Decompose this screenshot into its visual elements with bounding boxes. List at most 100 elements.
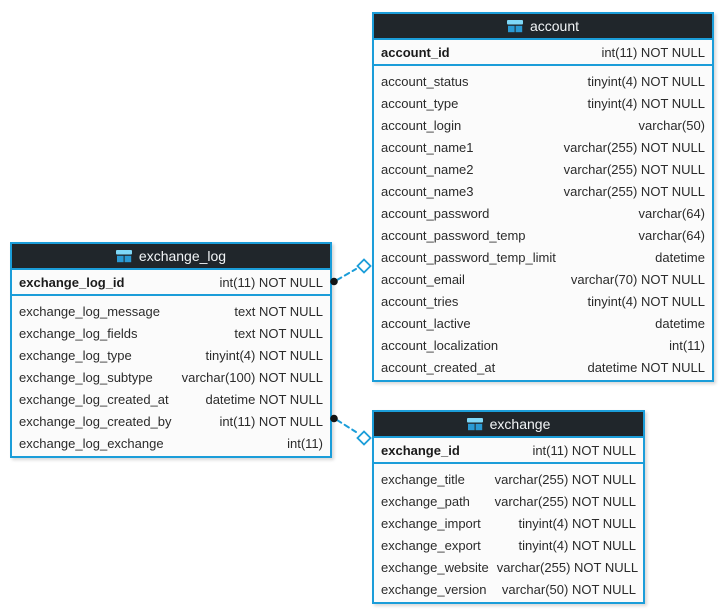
table-header[interactable]: account (374, 14, 712, 40)
relation-exchange-log-exchange[interactable] (330, 414, 372, 446)
column-name: account_tries (381, 293, 459, 309)
column-row[interactable]: exchange_log_exchange int(11) (12, 432, 330, 454)
column-name: exchange_export (381, 537, 481, 553)
column-name: account_login (381, 117, 462, 133)
column-name: account_status (381, 73, 469, 89)
pk-row[interactable]: exchange_id int(11) NOT NULL (374, 438, 643, 464)
column-type: int(11) NOT NULL (219, 413, 323, 429)
column-row[interactable]: account_login varchar(50) (374, 114, 712, 136)
column-row[interactable]: exchange_website varchar(255) NOT NULL (374, 556, 643, 578)
column-row[interactable]: exchange_import tinyint(4) NOT NULL (374, 512, 643, 534)
pk-row[interactable]: exchange_log_id int(11) NOT NULL (12, 270, 330, 296)
relation-exchange-log-account[interactable] (330, 258, 372, 286)
column-name: exchange_log_subtype (19, 369, 153, 385)
column-row[interactable]: account_type tinyint(4) NOT NULL (374, 92, 712, 114)
column-row[interactable]: account_email varchar(70) NOT NULL (374, 268, 712, 290)
column-name: exchange_log_message (19, 303, 160, 319)
column-row[interactable]: exchange_log_fields text NOT NULL (12, 322, 330, 344)
column-name: account_id (381, 44, 450, 60)
table-exchange-log[interactable]: exchange_log exchange_log_id int(11) NOT… (10, 242, 332, 458)
table-title: exchange_log (138, 248, 227, 264)
table-icon (466, 417, 483, 431)
column-type: tinyint(4) NOT NULL (518, 537, 636, 553)
column-name: account_lactive (381, 315, 471, 331)
pk-row[interactable]: account_id int(11) NOT NULL (374, 40, 712, 66)
column-name: account_email (381, 271, 465, 287)
relation-source-dot (330, 277, 338, 286)
column-type: varchar(70) NOT NULL (570, 271, 705, 287)
column-row[interactable]: account_tries tinyint(4) NOT NULL (374, 290, 712, 312)
column-type: tinyint(4) NOT NULL (518, 515, 636, 531)
column-name: exchange_log_fields (19, 325, 138, 341)
table-header[interactable]: exchange_log (12, 244, 330, 270)
column-row[interactable]: exchange_log_message text NOT NULL (12, 300, 330, 322)
table-account[interactable]: account account_id int(11) NOT NULL acco… (372, 12, 714, 382)
column-type: datetime (655, 315, 705, 331)
column-row[interactable]: exchange_log_subtype varchar(100) NOT NU… (12, 366, 330, 388)
column-type: datetime (655, 249, 705, 265)
column-name: exchange_import (381, 515, 481, 531)
column-name: account_created_at (381, 359, 496, 375)
column-list: exchange_log_message text NOT NULL excha… (12, 296, 330, 456)
column-type: tinyint(4) NOT NULL (587, 73, 705, 89)
column-row[interactable]: exchange_version varchar(50) NOT NULL (374, 578, 643, 600)
table-exchange[interactable]: exchange exchange_id int(11) NOT NULL ex… (372, 410, 645, 604)
relation-source-dot (330, 414, 338, 423)
column-name: exchange_log_created_by (19, 413, 172, 429)
column-row[interactable]: account_localization int(11) (374, 334, 712, 356)
column-type: int(11) NOT NULL (601, 44, 705, 60)
column-row[interactable]: exchange_title varchar(255) NOT NULL (374, 468, 643, 490)
column-type: varchar(255) NOT NULL (563, 139, 705, 155)
column-type: tinyint(4) NOT NULL (205, 347, 323, 363)
table-title: exchange (489, 416, 551, 432)
column-type: varchar(255) NOT NULL (494, 493, 636, 509)
column-name: account_type (381, 95, 459, 111)
column-type: datetime NOT NULL (587, 359, 705, 375)
column-row[interactable]: account_lactive datetime (374, 312, 712, 334)
column-type: varchar(50) (638, 117, 705, 133)
column-row[interactable]: account_password_temp varchar(64) (374, 224, 712, 246)
column-type: int(11) NOT NULL (219, 274, 323, 290)
column-row[interactable]: account_password varchar(64) (374, 202, 712, 224)
column-row[interactable]: exchange_export tinyint(4) NOT NULL (374, 534, 643, 556)
column-row[interactable]: exchange_log_type tinyint(4) NOT NULL (12, 344, 330, 366)
column-type: tinyint(4) NOT NULL (587, 95, 705, 111)
column-type: varchar(50) NOT NULL (501, 581, 636, 597)
table-icon (506, 19, 523, 33)
column-type: varchar(64) (638, 205, 705, 221)
column-type: varchar(255) NOT NULL (563, 183, 705, 199)
column-list: exchange_title varchar(255) NOT NULL exc… (374, 464, 643, 602)
column-name: exchange_version (381, 581, 487, 597)
column-name: exchange_log_created_at (19, 391, 169, 407)
column-type: varchar(64) (638, 227, 705, 243)
column-row[interactable]: account_created_at datetime NOT NULL (374, 356, 712, 378)
column-row[interactable]: account_password_temp_limit datetime (374, 246, 712, 268)
column-row[interactable]: exchange_log_created_by int(11) NOT NULL (12, 410, 330, 432)
column-type: int(11) NOT NULL (532, 442, 636, 458)
column-row[interactable]: account_name2 varchar(255) NOT NULL (374, 158, 712, 180)
column-name: account_localization (381, 337, 499, 353)
column-type: int(11) (287, 435, 323, 451)
column-row[interactable]: account_name3 varchar(255) NOT NULL (374, 180, 712, 202)
column-name: exchange_log_exchange (19, 435, 164, 451)
relation-target-diamond (356, 430, 372, 446)
column-name: account_name1 (381, 139, 474, 155)
column-type: varchar(255) NOT NULL (494, 471, 636, 487)
column-row[interactable]: account_status tinyint(4) NOT NULL (374, 70, 712, 92)
table-header[interactable]: exchange (374, 412, 643, 438)
column-name: exchange_path (381, 493, 470, 509)
column-name: account_password_temp_limit (381, 249, 556, 265)
column-list: account_status tinyint(4) NOT NULL accou… (374, 66, 712, 380)
relation-target-diamond (356, 258, 372, 274)
column-row[interactable]: exchange_log_created_at datetime NOT NUL… (12, 388, 330, 410)
column-row[interactable]: exchange_path varchar(255) NOT NULL (374, 490, 643, 512)
column-type: tinyint(4) NOT NULL (587, 293, 705, 309)
column-type: varchar(100) NOT NULL (181, 369, 323, 385)
column-type: varchar(255) NOT NULL (496, 559, 639, 575)
column-name: account_name2 (381, 161, 474, 177)
column-type: text NOT NULL (234, 303, 323, 319)
column-name: exchange_log_type (19, 347, 132, 363)
column-row[interactable]: account_name1 varchar(255) NOT NULL (374, 136, 712, 158)
